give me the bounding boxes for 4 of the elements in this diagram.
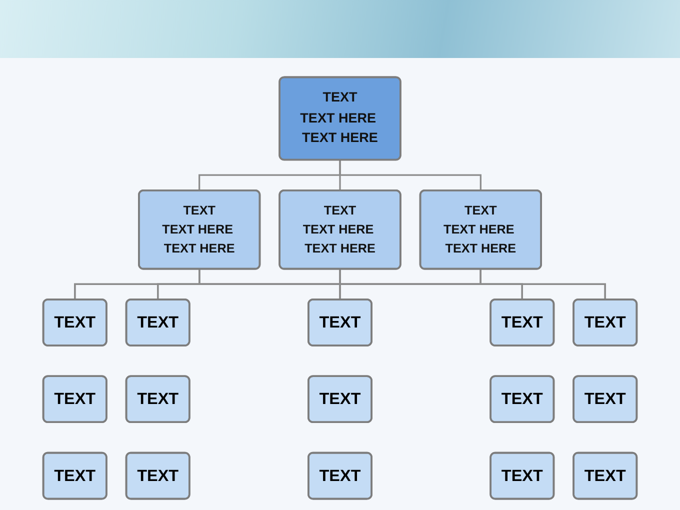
connector bbox=[480, 268, 606, 300]
connector bbox=[339, 268, 606, 300]
connector bbox=[339, 160, 482, 190]
connector bbox=[198, 268, 606, 300]
